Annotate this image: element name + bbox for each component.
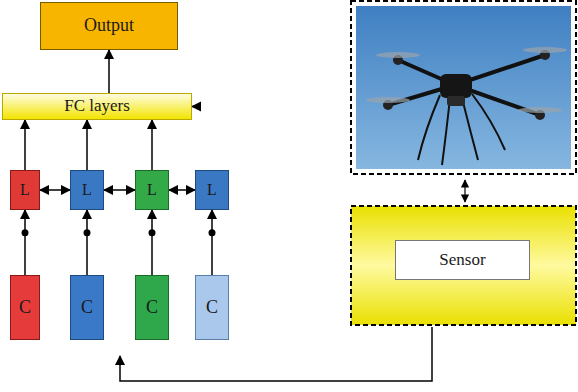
fc-layers-band: FC layers: [2, 93, 192, 120]
flow-arrow: [24, 120, 26, 170]
node-label: C: [19, 298, 31, 318]
flow-arrow: [24, 210, 26, 275]
sensor-housing: [351, 206, 576, 325]
cnn-block: C: [70, 275, 104, 340]
flow-arrow: [86, 120, 88, 170]
node-label: C: [146, 298, 158, 318]
cnn-block: C: [135, 275, 169, 340]
cnn-block: C: [195, 275, 229, 340]
output-box: Output: [40, 2, 178, 50]
node-label: FC layers: [64, 97, 130, 116]
lstm-cell: L: [135, 170, 169, 210]
node-label: L: [20, 181, 30, 199]
cnn-block: C: [10, 275, 40, 340]
flow-arrow: [169, 189, 195, 191]
node-label: L: [82, 181, 92, 199]
flow-arrow: [40, 189, 70, 191]
junction-dot: [84, 229, 91, 236]
flow-arrow: [108, 50, 110, 93]
node-label: L: [147, 181, 157, 199]
lstm-cell: L: [10, 170, 40, 210]
lstm-cell: L: [195, 170, 229, 210]
link-arrow: [464, 180, 465, 202]
node-label: C: [81, 298, 93, 318]
flow-arrow: [104, 189, 135, 191]
sensor-box: Sensor: [395, 240, 530, 280]
node-label: Sensor: [439, 251, 485, 270]
flow-arrow: [192, 106, 195, 108]
node-label: L: [207, 181, 217, 199]
flow-arrow: [151, 210, 153, 275]
junction-dot: [22, 229, 29, 236]
node-label: Output: [84, 16, 134, 36]
node-label: C: [206, 298, 218, 318]
lstm-cell: L: [70, 170, 104, 210]
flow-arrow: [211, 210, 213, 275]
flow-arrow: [151, 120, 153, 170]
junction-dot: [149, 229, 156, 236]
junction-dot: [209, 229, 216, 236]
drone-photo: [351, 1, 576, 174]
flow-arrow: [86, 210, 88, 275]
